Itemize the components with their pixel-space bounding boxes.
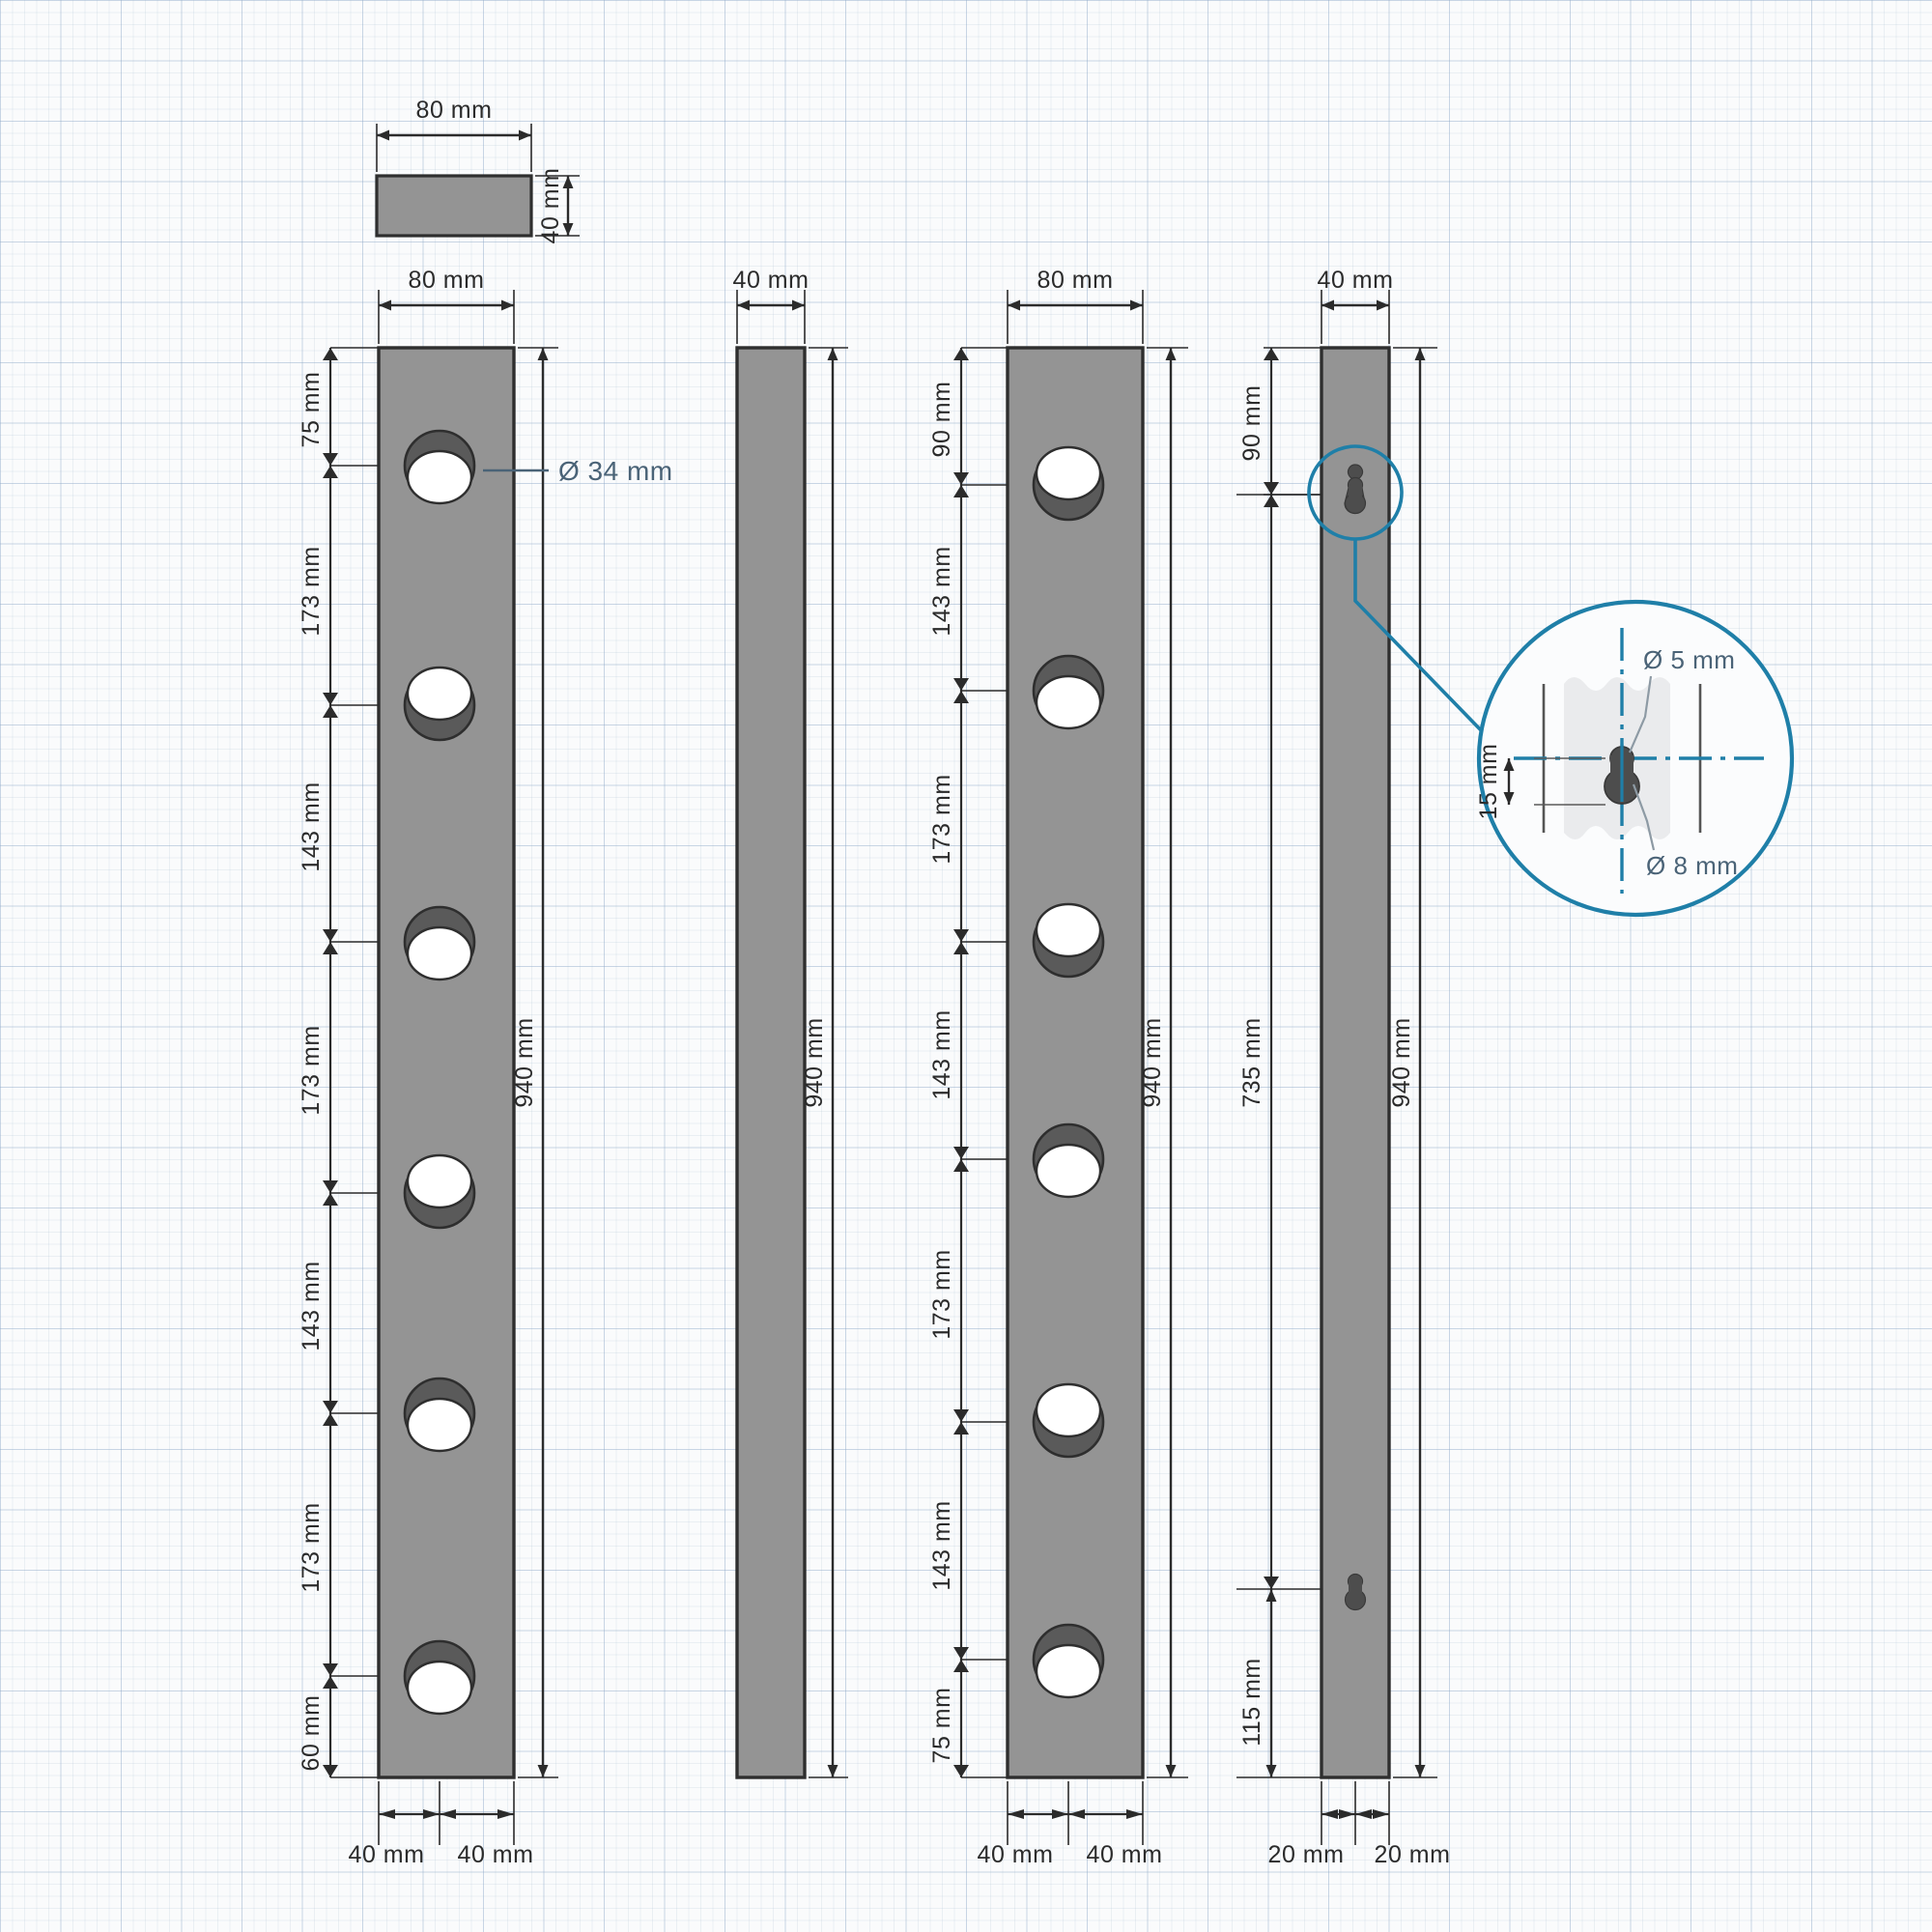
view3-spacing-4: 143 mm — [928, 1009, 955, 1099]
view1-overall-length: 940 mm — [511, 347, 558, 1778]
view3-bottom-right-label: 40 mm — [1087, 1841, 1163, 1868]
view3-spacing-chain: 90 mm 143 mm 173 mm 143 mm 173 mm 143 mm… — [928, 347, 1008, 1778]
view1-hole-callout: Ø 34 mm — [483, 456, 673, 486]
view1-bottom-right-label: 40 mm — [458, 1841, 534, 1868]
detail-dia-bottom: Ø 8 mm — [1632, 783, 1738, 880]
view1-spacing-1: 75 mm — [298, 372, 325, 448]
view1-spacing-6: 173 mm — [298, 1502, 325, 1592]
view1-hole-3 — [403, 905, 476, 981]
view4-overall-length: 940 mm — [1388, 347, 1437, 1778]
detail-dia-top: Ø 5 mm — [1628, 645, 1735, 753]
detail-callout: 15 mm Ø 5 mm Ø 8 mm — [1307, 444, 1795, 918]
view4-keyhole-bottom — [1344, 1573, 1367, 1611]
view1-hole-5 — [403, 1377, 476, 1453]
view3-bar-body — [1006, 346, 1145, 1779]
view3-spacing-6: 143 mm — [928, 1500, 955, 1590]
view3-hole-3 — [1032, 902, 1105, 979]
view1-spacing-2: 173 mm — [298, 546, 325, 636]
detail-leader-line — [1353, 539, 1487, 736]
view-4-keyhole-bar: 40 mm 90 mm 735 mm 115 mm 940 mm — [1236, 267, 1450, 1868]
view3-hole-6 — [1032, 1623, 1105, 1699]
view2-width-label: 40 mm — [733, 267, 810, 294]
view1-hole-1 — [403, 429, 476, 505]
view4-bottom-offset-label: 115 mm — [1238, 1658, 1265, 1746]
view4-top-offset: 90 mm — [1238, 347, 1321, 496]
view3-length-label: 940 mm — [1139, 1017, 1166, 1107]
view3-hole-5 — [1032, 1382, 1105, 1459]
view-1-perforated-bar: 80 mm 75 mm 173 mm 143 mm 173 mm 143 mm … — [298, 267, 673, 1868]
view1-bottom-dims: 40 mm 40 mm — [349, 1781, 534, 1868]
view4-bottom-left-label: 20 mm — [1268, 1841, 1345, 1868]
view4-width-label: 40 mm — [1318, 267, 1394, 294]
view4-keyhole-top — [1344, 464, 1367, 515]
detail-keyhole — [1604, 744, 1640, 805]
view4-bottom-right-label: 20 mm — [1375, 1841, 1451, 1868]
view-3-perforated-bar: 80 mm 90 mm 143 mm 173 mm 143 mm 173 mm … — [928, 267, 1188, 1868]
view1-spacing-4: 173 mm — [298, 1025, 325, 1115]
view1-hole-6 — [403, 1639, 476, 1716]
view3-overall-length: 940 mm — [1139, 347, 1188, 1778]
view3-spacing-2: 143 mm — [928, 546, 955, 636]
view1-spacing-3: 143 mm — [298, 781, 325, 871]
view1-hole-4 — [403, 1153, 476, 1230]
view1-spacing-chain: 75 mm 173 mm 143 mm 173 mm 143 mm 173 mm… — [298, 347, 379, 1778]
view4-span-label: 735 mm — [1238, 1017, 1265, 1107]
section-height-label: 40 mm — [537, 168, 564, 244]
view3-hole-1 — [1032, 445, 1105, 522]
detail-dia-top-label: Ø 5 mm — [1643, 645, 1735, 674]
view3-spacing-7: 75 mm — [928, 1688, 955, 1764]
view3-hole-2 — [1032, 654, 1105, 730]
view1-hole-diameter-label: Ø 34 mm — [558, 456, 673, 486]
view4-bottom-dims: 20 mm 20 mm — [1268, 1781, 1451, 1868]
view3-width-label: 80 mm — [1037, 267, 1114, 294]
view3-spacing-1: 90 mm — [928, 382, 955, 458]
view3-bottom-left-label: 40 mm — [978, 1841, 1054, 1868]
view3-spacing-3: 173 mm — [928, 774, 955, 864]
cross-section-body — [375, 174, 533, 238]
section-width-label: 80 mm — [416, 97, 493, 124]
view3-bottom-dims: 40 mm 40 mm — [978, 1781, 1163, 1868]
view1-length-label: 940 mm — [511, 1017, 538, 1107]
view4-top-offset-label: 90 mm — [1238, 385, 1265, 462]
view4-bottom-offset: 115 mm — [1236, 1589, 1321, 1778]
view1-width-label: 80 mm — [409, 267, 485, 294]
view1-spacing-5: 143 mm — [298, 1261, 325, 1350]
view-cross-section: 80 mm 40 mm — [375, 97, 580, 244]
detail-dia-bottom-label: Ø 8 mm — [1646, 851, 1738, 880]
view2-bar-body — [735, 346, 807, 1779]
view-2-plain-bar: 40 mm 940 mm — [733, 267, 848, 1779]
view1-hole-2 — [403, 666, 476, 742]
view1-spacing-7: 60 mm — [298, 1695, 325, 1772]
view4-length-label: 940 mm — [1388, 1017, 1415, 1107]
detail-height-label: 15 mm — [1475, 744, 1502, 820]
view4-span: 735 mm — [1236, 494, 1321, 1590]
view3-hole-4 — [1032, 1122, 1105, 1199]
view1-bar-body — [377, 346, 516, 1779]
view3-spacing-5: 173 mm — [928, 1249, 955, 1339]
view2-length-label: 940 mm — [801, 1017, 828, 1107]
detail-height-dim: 15 mm — [1475, 744, 1605, 820]
view1-bottom-left-label: 40 mm — [349, 1841, 425, 1868]
